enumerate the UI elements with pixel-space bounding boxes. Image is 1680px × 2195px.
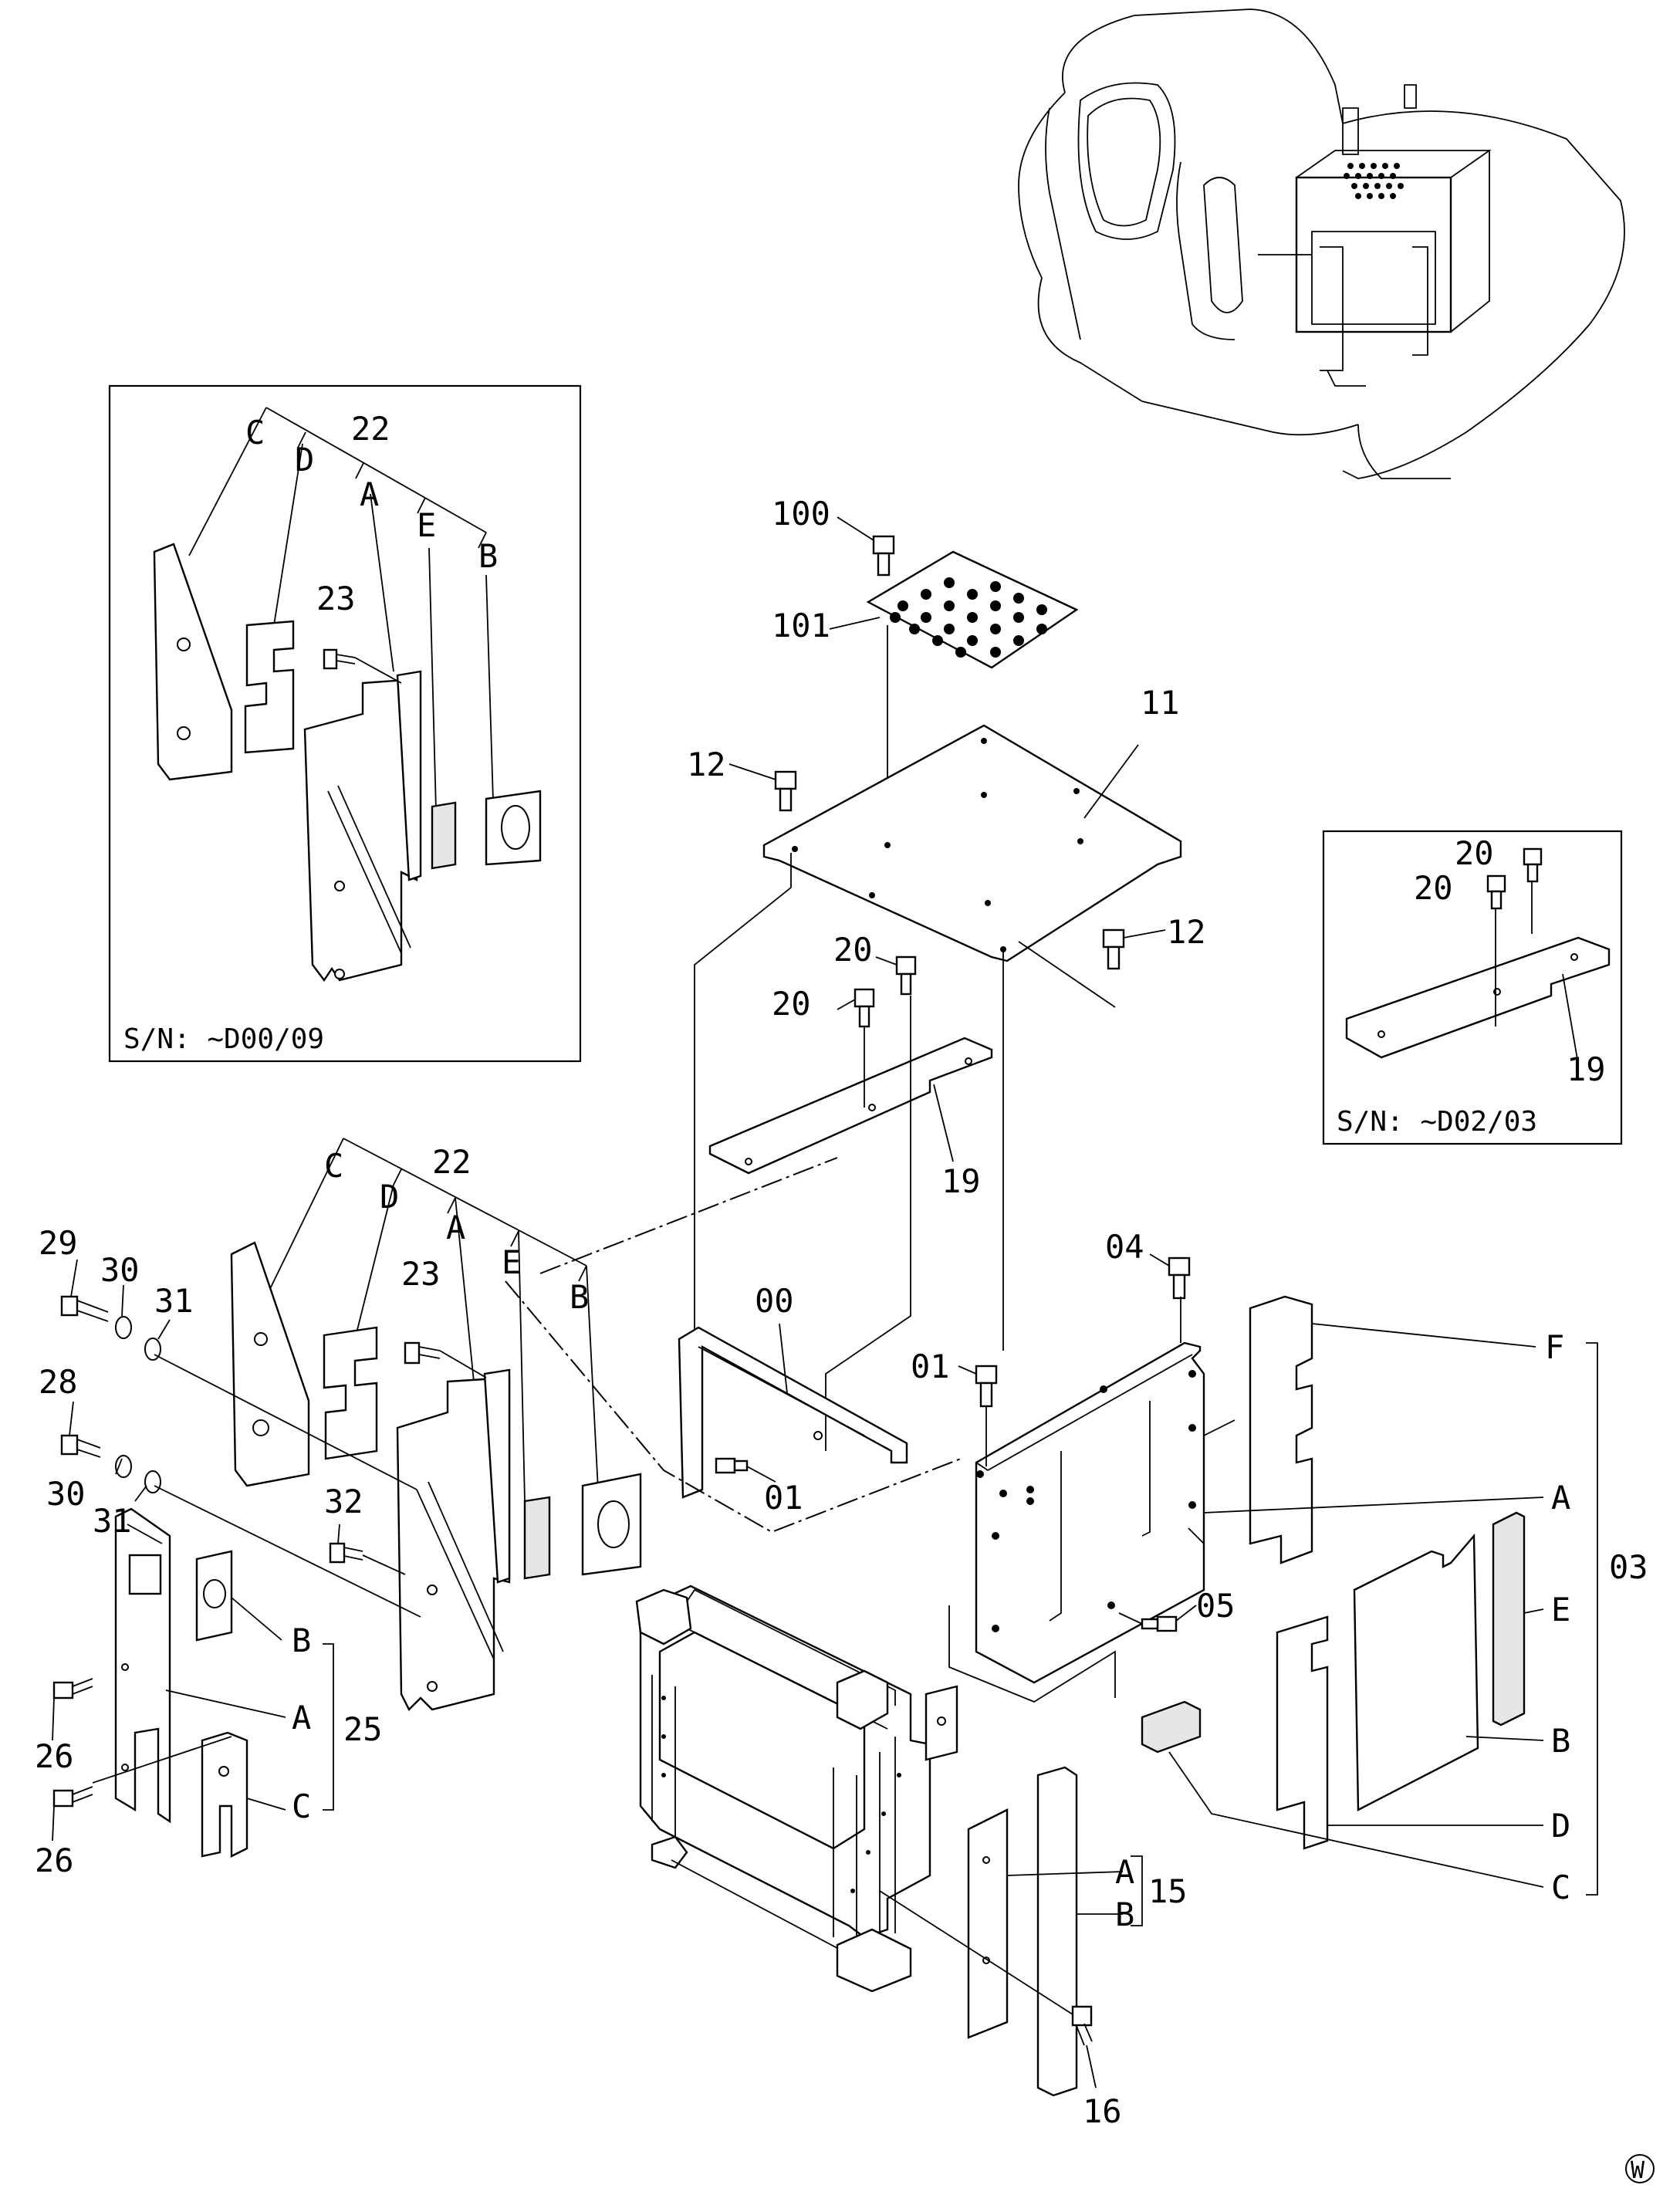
bolt-icon	[1486, 847, 1543, 910]
label-25-B: B	[292, 1622, 311, 1659]
bolt-icon	[52, 1678, 93, 1808]
right-inset: 20 20 19 S/N: ~D02/03	[1322, 830, 1623, 1145]
label-11: 11	[1141, 684, 1180, 722]
label-20-lower: 20	[772, 985, 811, 1023]
left-inset-label-A: A	[360, 475, 379, 513]
radiator-assembly	[635, 1585, 958, 1993]
label-03-A: A	[1551, 1479, 1570, 1517]
label-101: 101	[772, 607, 830, 644]
label-30-upper: 30	[100, 1251, 140, 1289]
fastener-set	[60, 1259, 421, 1618]
left-inset-label-D: D	[295, 441, 314, 479]
label-31-upper: 31	[154, 1282, 194, 1320]
bolt-icon	[323, 648, 402, 684]
excavator-overview	[1018, 8, 1625, 479]
label-31-lower: 31	[93, 1502, 132, 1540]
label-03-F: F	[1545, 1328, 1564, 1366]
washer-icon	[115, 1316, 161, 1493]
label-03: 03	[1609, 1548, 1648, 1586]
left-inset: C D 22 A E B 23 S/N: ~D00/09	[108, 384, 582, 1063]
label-32: 32	[324, 1483, 363, 1520]
bolt-icon	[329, 1542, 363, 1564]
watermark-letter: W	[1631, 2157, 1645, 2184]
label-22-main: 22	[432, 1143, 472, 1181]
seal-group-15	[879, 1766, 1143, 2097]
right-inset-label-19: 19	[1567, 1050, 1606, 1088]
label-12-left: 12	[687, 746, 726, 783]
right-inset-frame	[1322, 830, 1623, 1145]
left-inset-label-E: E	[417, 506, 436, 544]
label-26-lower: 26	[35, 1842, 74, 1879]
seal-group-03	[1141, 1295, 1598, 1896]
callout-labels: 100 101 11 12 12 20 20 19 00 01 01 04 05…	[35, 495, 1648, 2130]
right-inset-label-20b: 20	[1414, 869, 1453, 907]
label-26-upper: 26	[35, 1737, 74, 1775]
label-03-D: D	[1551, 1807, 1570, 1845]
label-03-B: B	[1551, 1722, 1570, 1760]
frame-00	[678, 1323, 908, 1499]
seal-group-22	[230, 1138, 962, 1712]
label-100: 100	[772, 495, 830, 533]
label-05: 05	[1196, 1587, 1235, 1625]
label-12-right: 12	[1167, 913, 1206, 951]
bolt-icon	[404, 1341, 441, 1365]
seal-group-25	[52, 1507, 334, 1858]
label-25-C: C	[292, 1787, 311, 1825]
bolt-icon	[854, 955, 917, 1028]
left-inset-label-22: 22	[351, 410, 390, 448]
watermark-badge: W	[1625, 2154, 1655, 2184]
left-inset-serial: S/N: ~D00/09	[123, 1023, 324, 1055]
label-20-upper: 20	[833, 931, 873, 969]
perforated-plate	[829, 516, 1079, 845]
label-19: 19	[941, 1162, 981, 1200]
label-15-B: B	[1115, 1896, 1134, 1933]
label-30-lower: 30	[46, 1475, 86, 1513]
label-A-main: A	[446, 1209, 465, 1246]
label-D-main: D	[380, 1178, 399, 1216]
left-inset-label-C: C	[245, 414, 265, 452]
bolt-icon	[872, 535, 895, 577]
left-inset-frame	[108, 384, 582, 1063]
label-23-main: 23	[401, 1255, 441, 1293]
label-03-E: E	[1551, 1591, 1570, 1628]
label-16: 16	[1083, 2092, 1122, 2130]
label-15: 15	[1148, 1872, 1188, 1910]
label-00: 00	[755, 1282, 794, 1320]
label-01-upper: 01	[911, 1348, 950, 1385]
bolt-icon	[715, 1457, 749, 1474]
label-04: 04	[1105, 1228, 1144, 1266]
label-01-lower: 01	[764, 1479, 803, 1517]
label-25-A: A	[292, 1699, 311, 1737]
cover-plate-11	[694, 724, 1182, 1351]
label-15-A: A	[1115, 1853, 1134, 1891]
left-inset-label-23: 23	[316, 580, 356, 617]
left-inset-label-B: B	[478, 537, 498, 575]
label-03-C: C	[1551, 1869, 1570, 1906]
label-25: 25	[343, 1710, 383, 1748]
bolt-icon	[774, 770, 1125, 970]
bolt-icon	[60, 1295, 109, 1458]
label-28: 28	[39, 1363, 78, 1401]
label-C-main: C	[324, 1147, 343, 1185]
label-29: 29	[39, 1224, 78, 1262]
right-inset-label-20a: 20	[1455, 834, 1494, 872]
side-panel	[948, 1253, 1205, 1703]
label-E-main: E	[502, 1243, 521, 1281]
right-inset-serial: S/N: ~D02/03	[1337, 1106, 1537, 1138]
bolt-icon	[1071, 2005, 1093, 2046]
label-B-main: B	[570, 1278, 589, 1316]
